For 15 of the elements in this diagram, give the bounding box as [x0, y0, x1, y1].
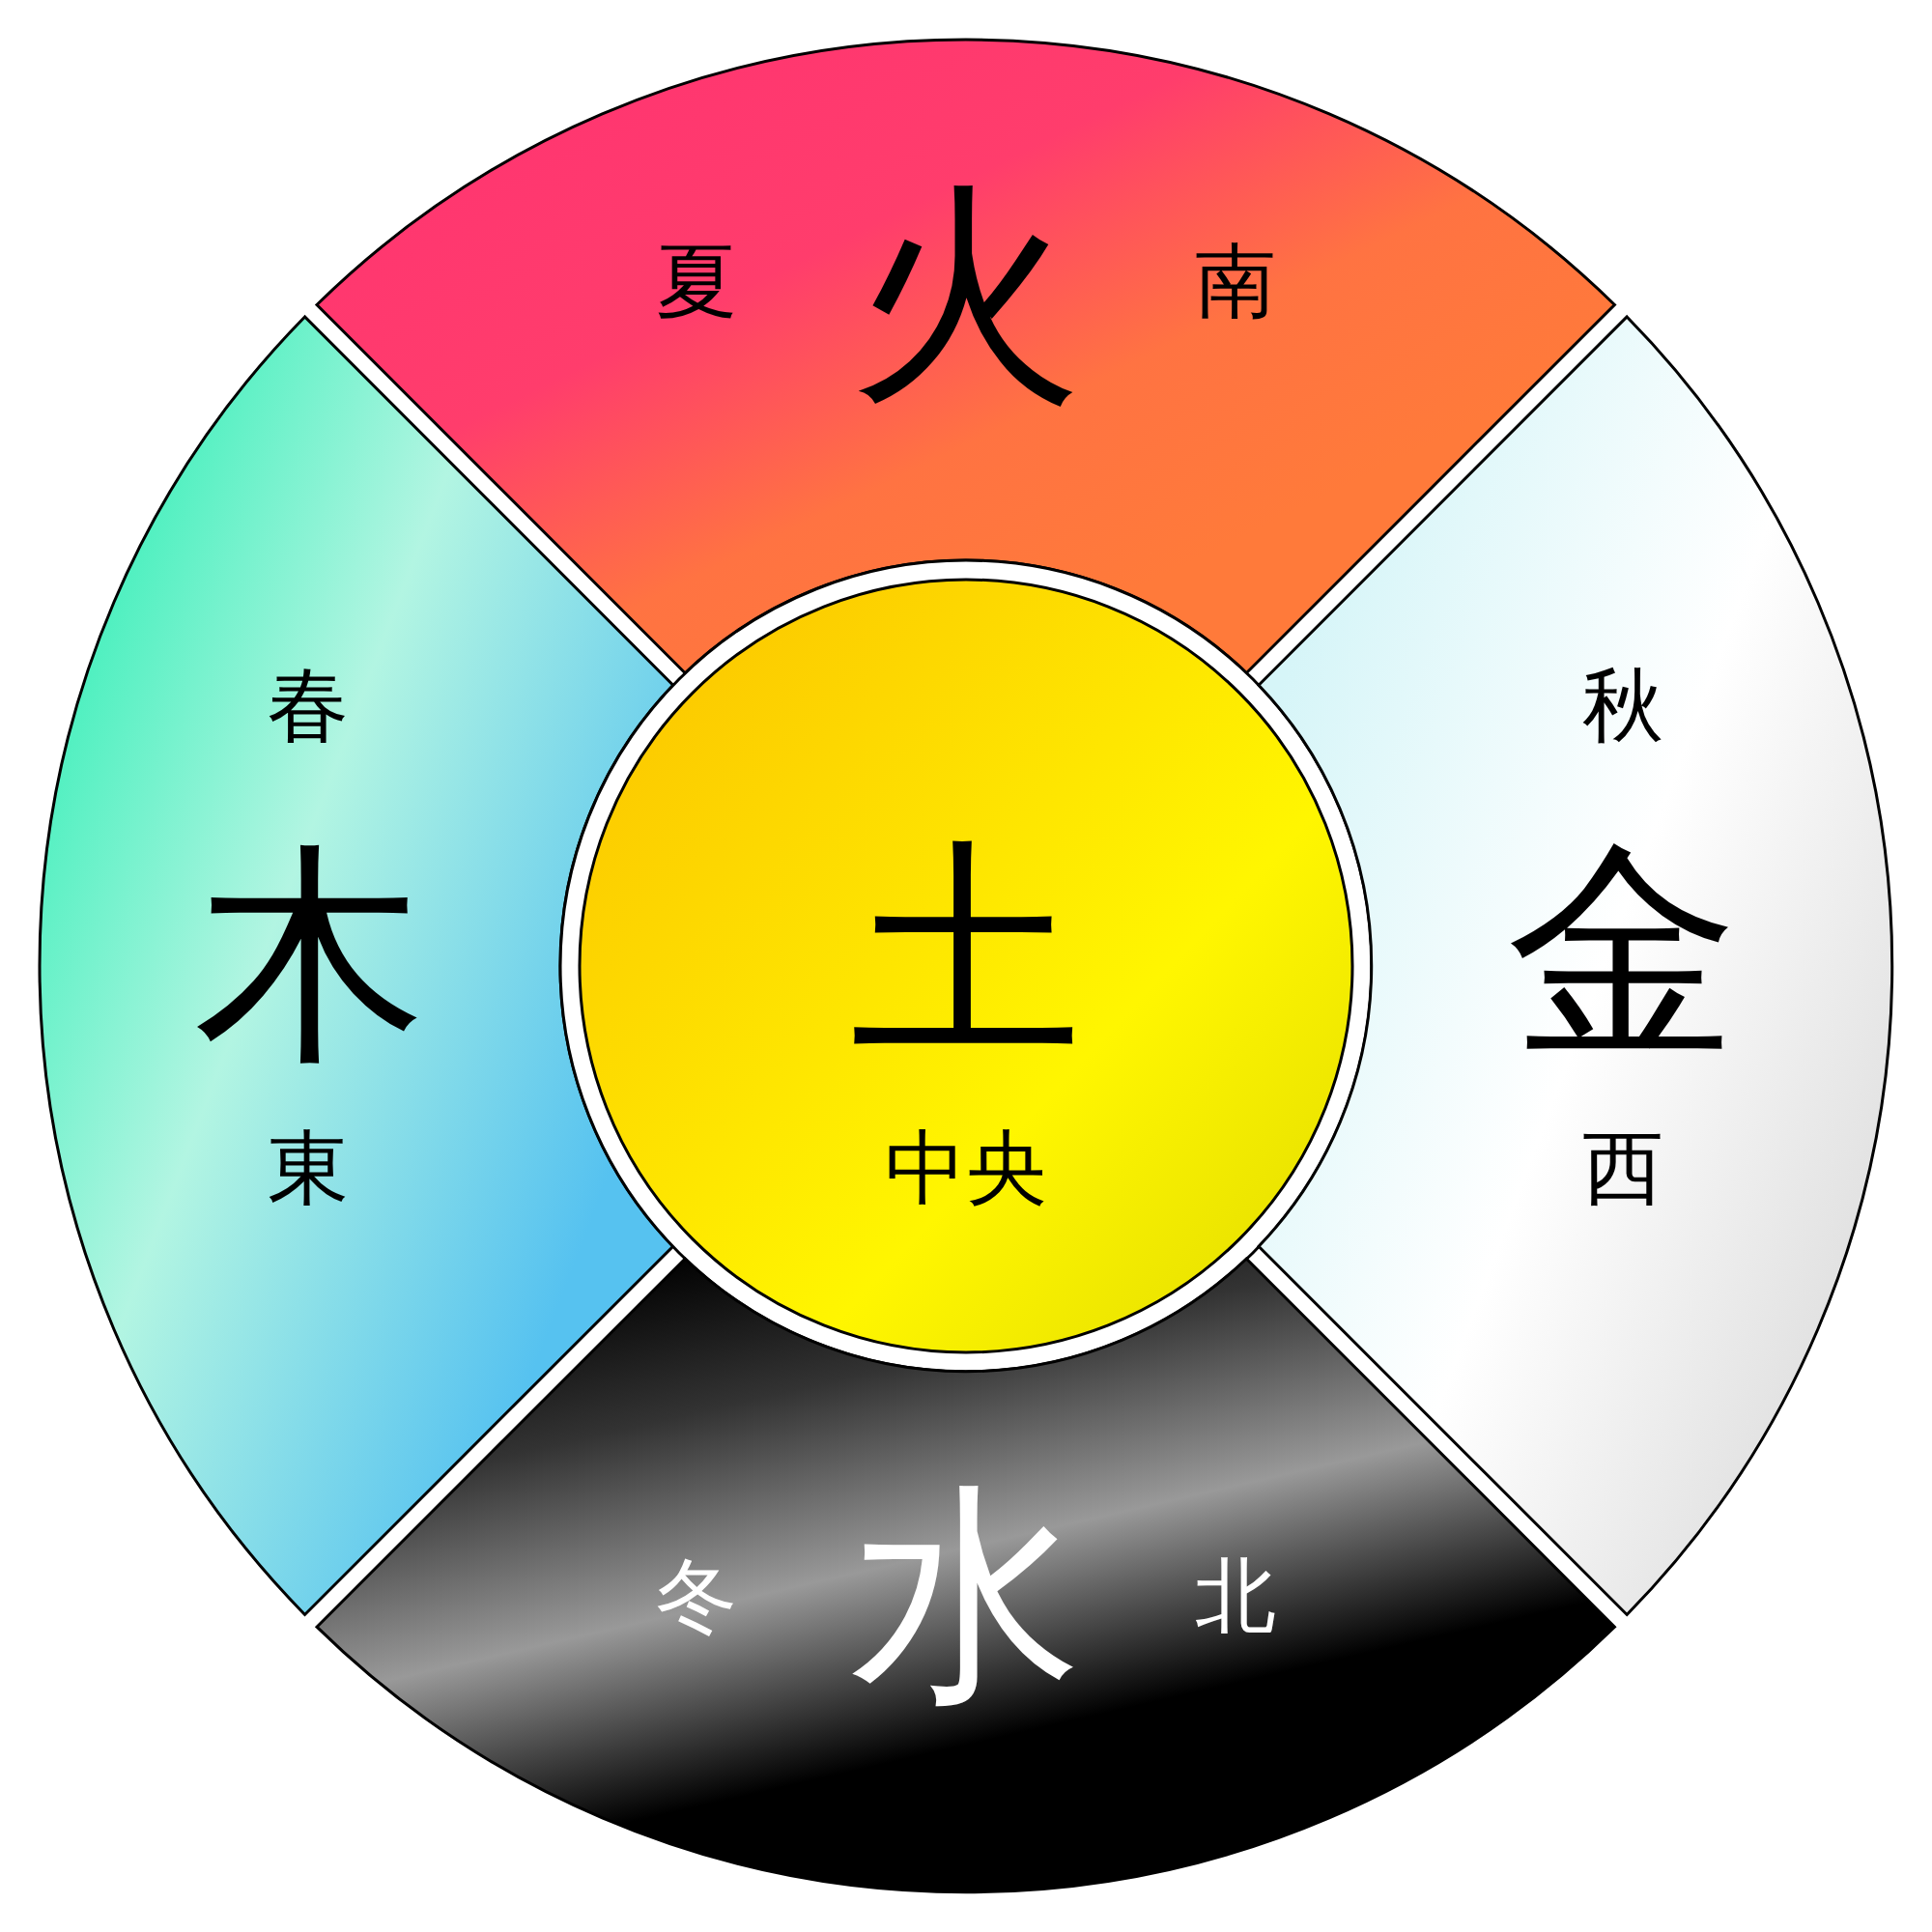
element-character: 木	[194, 839, 426, 1071]
direction-label: 東	[268, 1127, 349, 1208]
season-label: 秋	[1582, 665, 1663, 746]
direction-label: 北	[1195, 1555, 1276, 1636]
season-label: 冬	[656, 1555, 737, 1636]
direction-label: 南	[1195, 241, 1276, 322]
element-sector	[315, 1257, 1617, 1894]
element-character: 金	[1507, 836, 1739, 1067]
direction-label: 中央	[885, 1127, 1047, 1208]
element-character: 水	[850, 1480, 1082, 1712]
direction-label: 西	[1582, 1127, 1663, 1208]
season-label: 春	[268, 665, 349, 746]
season-label: 夏	[656, 241, 737, 322]
element-character: 火	[850, 180, 1082, 412]
element-character: 土	[850, 836, 1082, 1067]
